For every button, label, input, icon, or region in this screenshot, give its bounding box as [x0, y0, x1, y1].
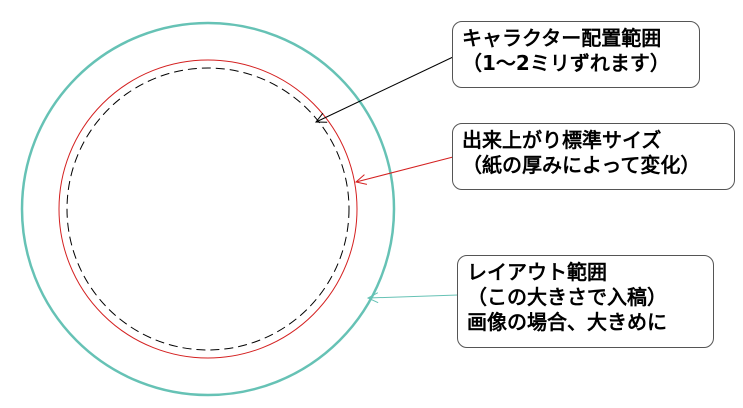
- layout-area-title: レイアウト範囲: [467, 260, 607, 284]
- finished-size-title: 出来上がり標準サイズ: [462, 128, 662, 152]
- layout-area-image-note: 画像の場合、大きめに: [467, 310, 667, 334]
- layout-area-arrow: [368, 295, 459, 298]
- character-area-title: キャラクター配置範囲: [462, 26, 662, 50]
- finished-size-circle: [58, 59, 358, 359]
- finished-size-arrow: [356, 156, 454, 182]
- character-area-callout: キャラクター配置範囲 （1～2ミリずれます）: [452, 21, 700, 88]
- layout-area-circle: [20, 21, 396, 397]
- layout-area-note: （この大きさで入稿）: [467, 285, 667, 309]
- finished-size-callout: 出来上がり標準サイズ （紙の厚みによって変化）: [452, 123, 735, 190]
- character-area-arrow: [316, 56, 454, 122]
- finished-size-note: （紙の厚みによって変化）: [462, 153, 701, 177]
- layout-area-callout: レイアウト範囲 （この大きさで入稿） 画像の場合、大きめに: [457, 255, 714, 348]
- character-area-circle: [66, 67, 350, 351]
- character-area-note: （1～2ミリずれます）: [462, 51, 670, 75]
